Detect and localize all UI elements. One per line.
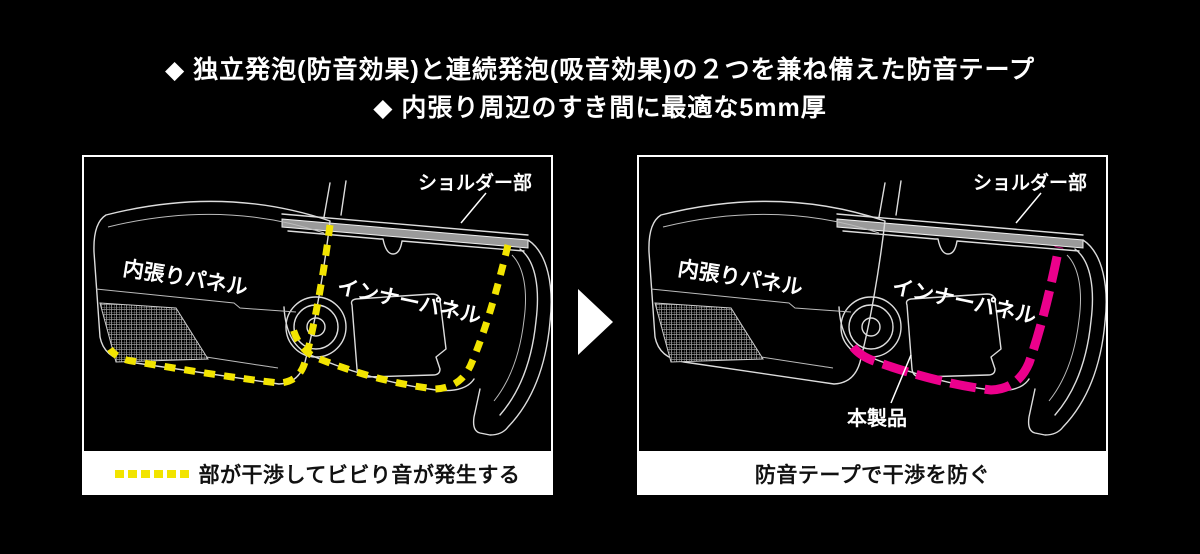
- shoulder-strip: [836, 218, 1084, 249]
- shoulder-strip: [281, 218, 529, 249]
- before-diagram-frame: ショルダー部 内張りパネル インナーパネル: [82, 155, 553, 453]
- after-diagram-frame: ショルダー部 内張りパネル インナーパネル 本製品: [637, 155, 1108, 453]
- shoulder-label: ショルダー部: [973, 171, 1087, 194]
- product-leader-line: [890, 354, 912, 404]
- after-caption: 防音テープで干渉を防ぐ: [754, 464, 991, 487]
- inner-panel-art: [836, 180, 1106, 436]
- shoulder-label: ショルダー部: [418, 171, 532, 194]
- inner-panel-label: インナーパネル: [335, 275, 483, 328]
- before-caption-strip: 部が干渉してビビり音が発生する: [82, 453, 553, 495]
- shoulder-leader-line: [1015, 192, 1042, 224]
- inner-panel-label: インナーパネル: [890, 275, 1038, 328]
- trim-panel-art: [93, 200, 331, 385]
- interference-line-trim: [107, 224, 334, 387]
- right-arrow-icon: [578, 289, 613, 355]
- after-panel: ショルダー部 内張りパネル インナーパネル 本製品 防音テープで干渉を防ぐ: [637, 155, 1108, 495]
- before-panel: ショルダー部 内張りパネル インナーパネル 部が干渉してビビり音が発生する: [82, 155, 553, 495]
- yellow-dash-legend-icon: [114, 470, 189, 478]
- soundproof-tape-line: [849, 246, 1064, 395]
- before-caption: 部が干渉してビビり音が発生する: [198, 464, 521, 487]
- product-label: 本製品: [847, 406, 907, 430]
- header-bullet-1: ◆ 独立発泡(防音効果)と連続発泡(吸音効果)の２つを兼ね備えた防音テープ: [165, 56, 1035, 84]
- after-door-diagram: ショルダー部 内張りパネル インナーパネル 本製品: [648, 171, 1106, 436]
- header-bullet-2: ◆ 内張り周辺のすき間に最適な5mm厚: [373, 94, 827, 122]
- shoulder-leader-line: [460, 192, 487, 224]
- inner-panel-art: [281, 180, 551, 436]
- after-caption-strip: 防音テープで干渉を防ぐ: [637, 453, 1108, 495]
- before-door-diagram: ショルダー部 内張りパネル インナーパネル: [93, 171, 551, 436]
